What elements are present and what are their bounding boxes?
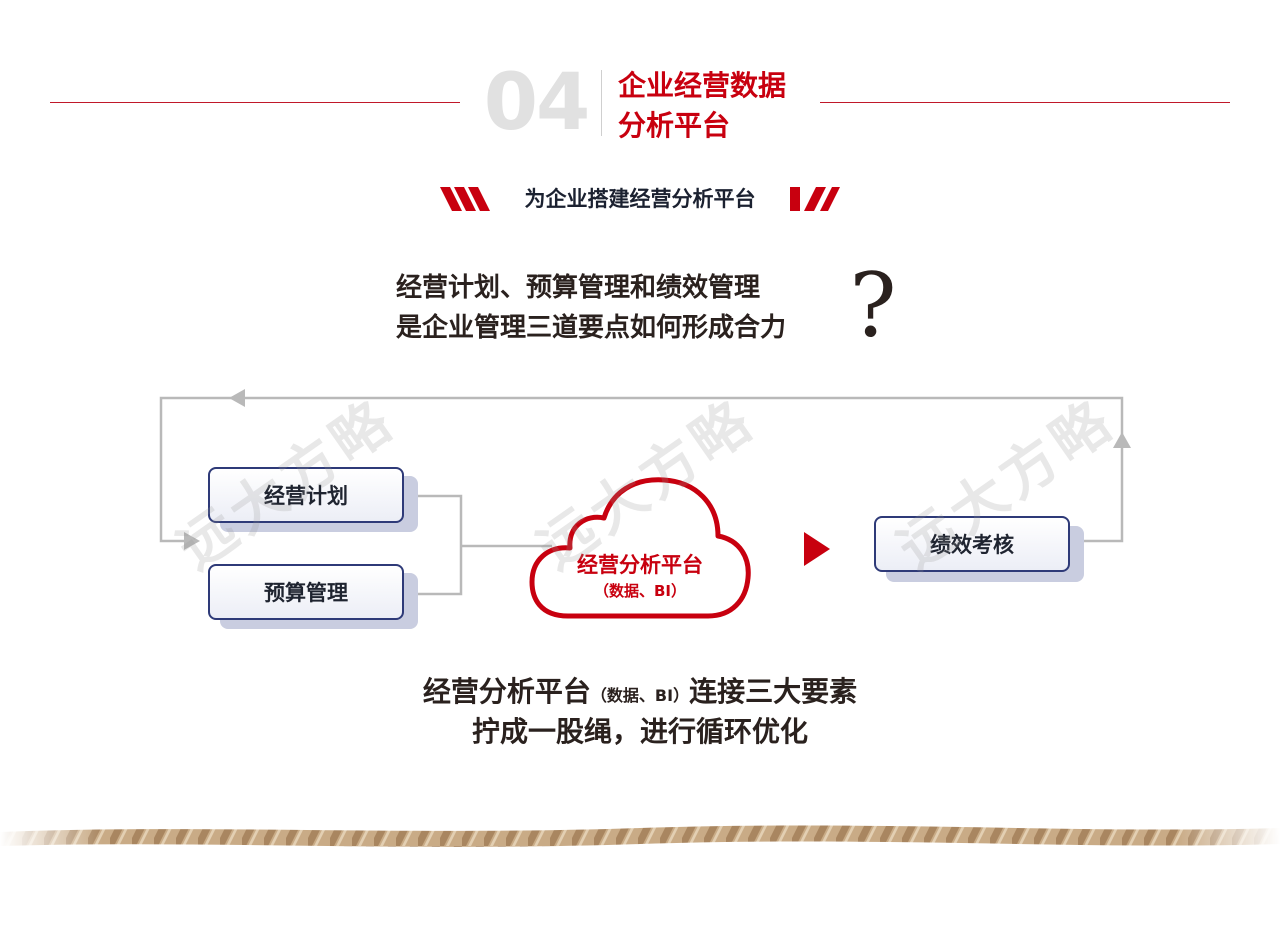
- slash-decoration-left-icon: [440, 187, 490, 211]
- cloud-title: 经营分析平台: [577, 553, 703, 577]
- header-separator: [601, 70, 602, 136]
- conclusion-line1-small: （数据、BI）: [590, 686, 690, 705]
- arrow-up-icon: [1113, 432, 1131, 448]
- arrow-right-small-icon: [184, 532, 200, 550]
- question-line2: 是企业管理三道要点如何形成合力: [396, 313, 787, 343]
- box-plan: 经营计划: [208, 467, 404, 523]
- box-budget: 预算管理: [208, 564, 404, 620]
- section-title: 企业经营数据 分析平台: [618, 66, 828, 146]
- conclusion-line2: 拧成一股绳，进行循环优化: [471, 715, 808, 748]
- section-title-line2: 分析平台: [618, 109, 731, 142]
- question-text: 经营计划、预算管理和绩效管理 是企业管理三道要点如何形成合力: [396, 268, 866, 348]
- section-title-line1: 企业经营数据: [618, 69, 787, 102]
- question-line1: 经营计划、预算管理和绩效管理: [396, 273, 761, 303]
- section-number: 04: [483, 58, 591, 148]
- conclusion-line1: 经营分析平台（数据、BI）连接三大要素: [300, 672, 980, 716]
- question-mark-icon: ?: [849, 254, 897, 357]
- rope-image: [0, 810, 1280, 850]
- arrow-right-red-icon: [804, 532, 830, 566]
- conclusion-line1-b: 连接三大要素: [689, 675, 858, 708]
- page-subtitle: 为企业搭建经营分析平台: [524, 187, 756, 211]
- feedback-loop-line: [159, 396, 1124, 543]
- slash-decoration-right-icon: [790, 187, 840, 211]
- box-performance: 绩效考核: [874, 516, 1070, 572]
- cloud-subtitle: （数据、BI）: [593, 582, 686, 600]
- arrow-left-icon: [229, 389, 245, 407]
- cloud-icon: [529, 477, 751, 619]
- header-rule-left: [50, 102, 460, 103]
- header-rule-right: [820, 102, 1230, 103]
- conclusion-line1-a: 经营分析平台: [422, 675, 591, 708]
